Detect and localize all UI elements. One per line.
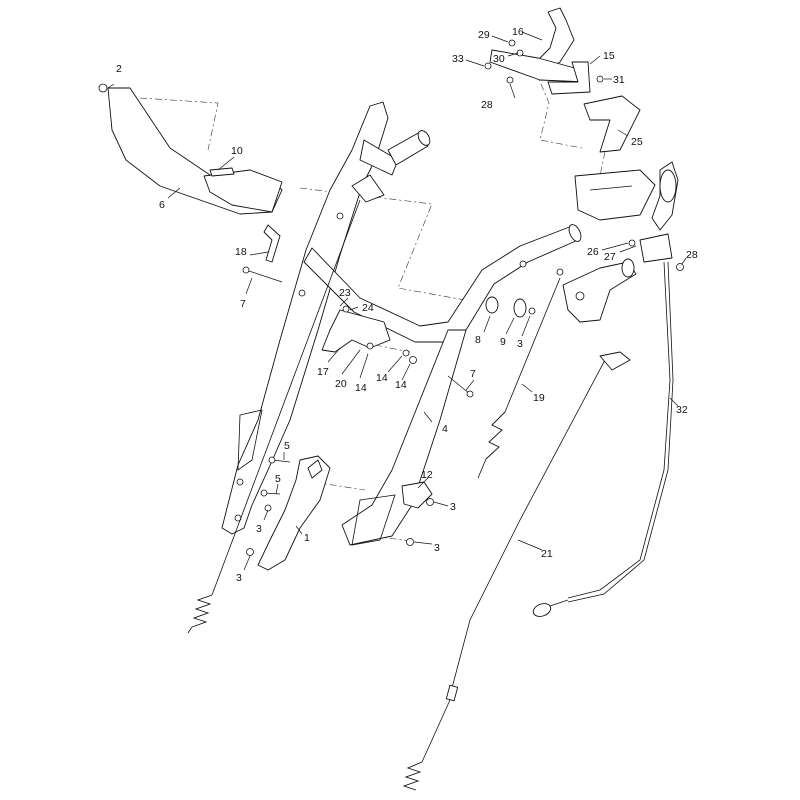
fasteners <box>234 39 684 556</box>
callout-7-right: 7 <box>470 368 476 380</box>
callout-6: 6 <box>159 199 165 211</box>
callout-2: 2 <box>116 63 122 75</box>
callout-5-lower: 5 <box>275 473 281 485</box>
callout-20: 19 <box>533 392 545 404</box>
spacer-hardware <box>485 296 536 318</box>
right-handle-tube <box>303 224 582 546</box>
callout-labels: 2 10 6 18 7 23 24 17 20 14 14 14 8 9 3 7… <box>116 26 698 584</box>
callout-7-left: 7 <box>240 298 246 310</box>
callout-30: 30 <box>493 53 505 65</box>
callout-19: 20 <box>335 378 347 390</box>
callout-24: 24 <box>362 302 374 314</box>
callout-14-left: 14 <box>355 382 367 394</box>
upper-handle-grip <box>387 130 431 166</box>
bracket-17 <box>321 305 417 364</box>
callout-13: 14 <box>395 379 407 391</box>
callout-32: 32 <box>676 404 688 416</box>
callout-18: 18 <box>235 246 247 258</box>
callout-17: 17 <box>317 366 329 378</box>
callout-12: 12 <box>421 469 433 481</box>
callout-1: 1 <box>304 532 310 544</box>
callout-29: 29 <box>478 29 490 41</box>
left-handle-tube <box>221 101 399 535</box>
callout-27: 27 <box>604 251 616 263</box>
control-bracket-assembly <box>489 7 679 263</box>
callout-26: 26 <box>587 246 599 258</box>
callout-3-bracket: 3 <box>450 501 456 513</box>
callout-31: 31 <box>613 74 625 86</box>
callout-28-right: 28 <box>686 249 698 261</box>
callout-28-top: 28 <box>481 99 493 111</box>
bracket-12 <box>401 481 433 509</box>
callout-14-right: 14 <box>376 372 388 384</box>
callout-21: 21 <box>541 548 553 560</box>
cables <box>187 199 674 791</box>
callout-8: 8 <box>475 334 481 346</box>
callout-9: 9 <box>500 336 506 348</box>
callout-10: 10 <box>231 145 243 157</box>
cover-1 <box>257 455 331 571</box>
callout-3-spacer: 3 <box>517 338 523 350</box>
callout-5-upper: 5 <box>284 440 290 452</box>
handle-panel <box>98 83 283 215</box>
callout-3-cover: 3 <box>256 523 262 535</box>
callout-25: 25 <box>631 136 643 148</box>
callout-leaders <box>107 31 687 571</box>
callout-23: 23 <box>339 287 351 299</box>
callout-33: 33 <box>452 53 464 65</box>
callout-16: 16 <box>512 26 524 38</box>
callout-3-bottom-left: 3 <box>236 572 242 584</box>
callout-15: 15 <box>603 50 615 62</box>
shift-bracket <box>562 258 637 323</box>
callout-3-lower: 3 <box>434 542 440 554</box>
callout-4: 4 <box>442 423 448 435</box>
